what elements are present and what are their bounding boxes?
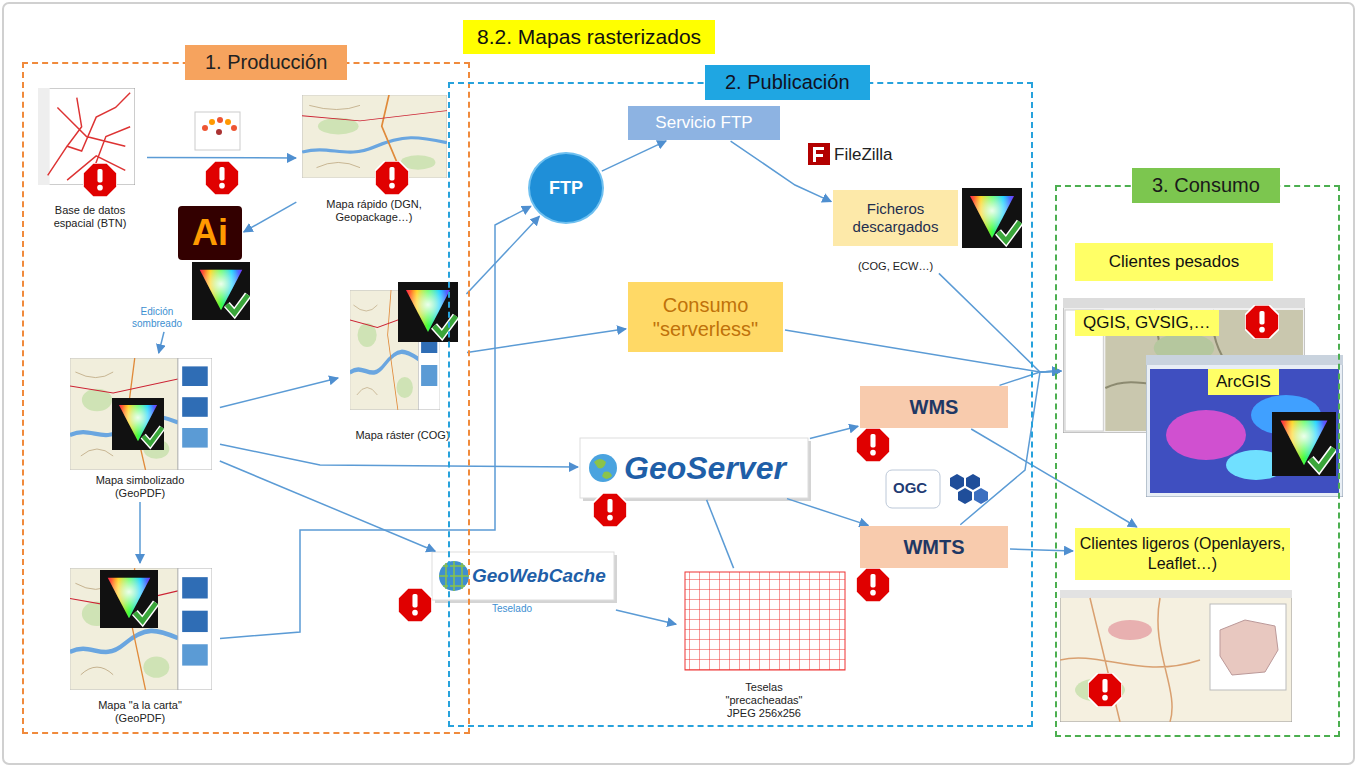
node-label: WMTS [903,536,964,559]
warning-sign [375,161,409,195]
warning-sign [205,161,239,195]
caption: Teselas "precacheadas" JPEG 256x256 [678,681,850,720]
group-heading: 3. Consumo [1132,168,1280,203]
flow-arrow [731,141,832,202]
group-panel: 1. ProducciónBase de datos espacial (BTN… [22,62,470,734]
map-thumbnail [302,95,447,178]
caption: Mapa simbolizado (GeoPDF) [62,474,218,500]
color-check [100,570,158,628]
flow-arrow [159,332,164,353]
app-label: QGIS, GVSIG,… [1075,310,1219,336]
flow-arrow [787,499,868,526]
warning-sign [1088,673,1122,707]
flow-arrow [785,330,1061,372]
app-screenshot [1060,590,1292,722]
caption: Mapa rápido (DGN, Geopackage…) [298,198,450,224]
category-box: Clientes pesados [1075,243,1273,281]
flow-arrow [466,216,539,294]
consumption-box: Consumo "serverless" [628,282,783,352]
flow-arrow [220,461,435,551]
software-logo: FileZilla [806,140,914,170]
node-label: Clientes pesados [1109,252,1239,272]
group-heading: 2. Publicación [705,65,870,100]
node-label: Ficheros descargados [833,190,958,246]
warning-sign [856,428,890,462]
flow-arrow [220,378,338,408]
category-box: Clientes ligeros (Openlayers, Leaflet…) [1075,528,1290,580]
flow-arrow [467,329,626,353]
warning-sign [398,588,432,622]
etl-icon [195,112,240,150]
format-note: (COG, ECW…) [833,260,958,272]
geowebcache-logo [432,552,617,603]
diagram-title: 8.2. Mapas rasterizados [463,20,715,54]
color-check [962,188,1022,248]
tile-grid: Teselas "precacheadas" JPEG 256x256 [678,570,850,720]
tile-grid [685,572,845,670]
map-thumbnail: Base de datos espacial (BTN) [35,85,145,230]
map-thumbnail: Mapa rápido (DGN, Geopackage…) [298,92,450,224]
caption: Edición sombreado [118,306,196,330]
app-screenshot: ArcGIS [1146,355,1343,497]
flow-arrow [1000,371,1062,385]
map-thumbnail: Mapa "a la carta" (GeoPDF) [62,565,218,725]
flow-arrow [971,429,1137,527]
group-heading: 1. Producción [185,45,347,80]
caption: Mapa ráster (COG) [340,429,465,442]
app-label: ArcGIS [1208,369,1279,395]
logo-text: GeoWebCache [432,565,606,587]
node-label: Servicio FTP [655,113,752,133]
flow-arrow [139,502,141,563]
flow-arrow [244,202,297,232]
flow-arrow [707,500,734,568]
group-panel: 3. ConsumoClientes pesadosQGIS, GVSIG,…A… [1055,185,1340,737]
cache-logo: GeoWebCacheTeselado [432,552,614,624]
color-check [1272,412,1336,476]
caption: Teselado [432,603,532,614]
flow-arrow [810,426,858,438]
warning-sign [856,568,890,602]
file-box: Ficheros descargados (COG, ECW…) [833,190,958,272]
caption: Mapa "a la carta" (GeoPDF) [62,699,218,725]
app-screenshot [1146,355,1343,497]
filezilla-icon [808,143,830,165]
node-label: Consumo "serverless" [628,293,783,341]
warning-sign [1245,305,1279,339]
node-label: Clientes ligeros (Openlayers, Leaflet…) [1075,534,1290,574]
flow-arrow [147,157,296,159]
diagram-frame [3,3,1354,764]
map-thumbnail: Mapa ráster (COG) [340,282,465,442]
tool-icon: AiEdición sombreado [118,206,242,330]
ftp-circle: FTP [528,152,604,224]
flow-arrow [602,141,666,171]
service-box: WMTS [860,526,1008,568]
map-thumbnail: Mapa simbolizado (GeoPDF) [62,355,218,500]
geoserver-logo [580,438,811,501]
logo-text: FileZilla [806,145,893,165]
warning-sign [83,163,117,197]
node-label: WMS [910,396,959,419]
tool-logo: Ai [178,206,242,260]
flow-arrow [220,444,578,467]
map-thumbnail [70,358,212,470]
logo-text: GeoServer [580,450,786,487]
caption: Base de datos espacial (BTN) [35,204,145,230]
logo-text: OGC [893,479,927,496]
color-check [112,398,164,450]
ogc-logo [886,470,988,508]
app-screenshot: QGIS, GVSIG,… [1063,298,1305,433]
server-logo: GeoServer [580,438,808,498]
node-label: FTP [549,178,583,199]
map-thumbnail [70,568,212,690]
flow-arrow [1010,549,1073,551]
color-check [192,262,250,320]
flow-arrow [616,610,676,624]
service-box: Servicio FTP [628,106,780,140]
flow-arrow [939,273,1061,372]
warning-sign [593,493,627,527]
service-box: WMS [860,386,1008,428]
group-panel: 2. PublicaciónFTPServicio FTPFileZillaFi… [448,82,1033,727]
